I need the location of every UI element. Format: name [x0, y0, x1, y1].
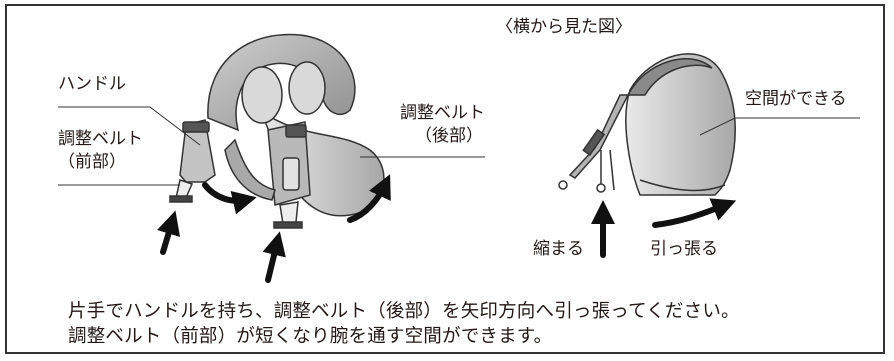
label-rear-belt-1: 調整ベルト: [400, 103, 485, 123]
side-arrows: [591, 198, 737, 258]
label-side-view: 〈横から見た図〉: [496, 17, 632, 37]
push-arrows: [157, 210, 286, 283]
label-handle: ハンドル: [58, 74, 126, 94]
label-shrink: 縮まる: [533, 239, 584, 259]
leader-space: [699, 117, 860, 136]
caption-line-1: 片手でハンドルを持ち、調整ベルト（後部）を矢印方向へ引っ張ってください。: [68, 301, 740, 322]
motion-arrows: [202, 174, 391, 223]
label-front-belt-1: 調整ベルト: [58, 129, 143, 149]
label-front-belt-2: （前部）: [58, 152, 126, 172]
label-rear-belt-2: （後部）: [415, 126, 483, 146]
massager-side-view: [558, 53, 736, 196]
leader-lines: [58, 106, 485, 186]
massager-front-view: [169, 33, 385, 229]
figure-border: [5, 4, 885, 354]
caption-line-2: 調整ベルト（前部）が短くなり腕を通す空間ができます。: [68, 326, 553, 347]
label-space: 空間ができる: [745, 89, 847, 109]
label-pull: 引っ張る: [650, 239, 718, 259]
